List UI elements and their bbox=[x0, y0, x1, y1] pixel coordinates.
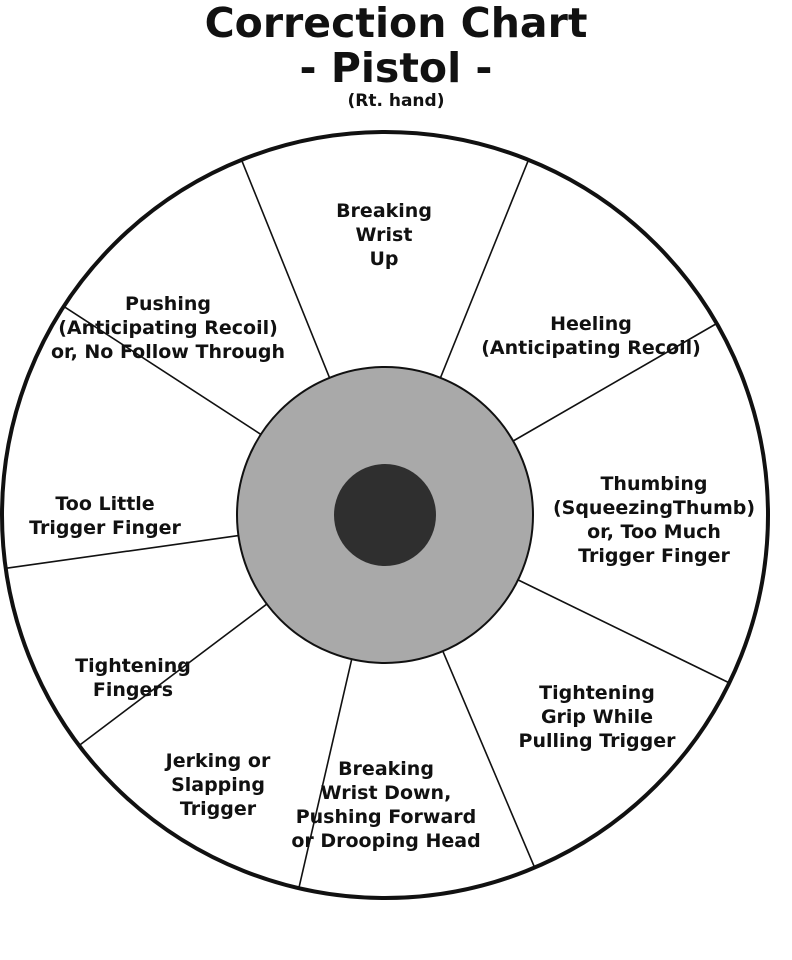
segment-divider bbox=[517, 579, 730, 684]
segment-label-line: (SqueezingThumb) bbox=[553, 497, 755, 519]
segment-label-line: Tightening bbox=[75, 655, 191, 677]
chart-title: Correction Chart bbox=[204, 0, 588, 47]
segment-label-line: (Anticipating Recoil) bbox=[481, 337, 701, 359]
segment-label-line: Breaking bbox=[336, 200, 432, 222]
segment-label-line: Tightening bbox=[539, 682, 655, 704]
bullseye bbox=[334, 464, 436, 566]
segment-label-pushing: Pushing(Anticipating Recoil)or, No Follo… bbox=[51, 293, 285, 363]
segment-label-thumbing: Thumbing(SqueezingThumb)or, Too MuchTrig… bbox=[553, 473, 755, 567]
segment-label-line: Fingers bbox=[93, 679, 173, 701]
segment-label-line: Wrist Down, bbox=[321, 782, 452, 804]
segment-label-line: (Anticipating Recoil) bbox=[58, 317, 278, 339]
segment-label-line: Pushing bbox=[125, 293, 211, 315]
segment-label-line: Wrist bbox=[356, 224, 413, 246]
segment-divider bbox=[5, 534, 239, 570]
segment-divider bbox=[298, 659, 353, 889]
segment-label-line: or Drooping Head bbox=[291, 830, 480, 852]
segment-divider bbox=[240, 159, 331, 379]
segment-label-line: Grip While bbox=[541, 706, 653, 728]
segment-label-line: or, Too Much bbox=[587, 521, 721, 543]
segment-label-line: Jerking or bbox=[164, 750, 271, 772]
segment-label-line: Thumbing bbox=[600, 473, 707, 495]
segment-divider bbox=[78, 603, 268, 747]
segment-label-line: Up bbox=[369, 248, 398, 270]
segment-label-line: Trigger Finger bbox=[29, 517, 181, 539]
segment-label-line: Too Little bbox=[55, 493, 154, 515]
segment-label-line: Trigger Finger bbox=[578, 545, 730, 567]
segment-label-line: Heeling bbox=[550, 313, 632, 335]
segment-divider bbox=[439, 159, 530, 379]
segment-label-heeling: Heeling(Anticipating Recoil) bbox=[481, 313, 701, 359]
segment-label-line: Trigger bbox=[180, 798, 257, 820]
segment-label-line: Pulling Trigger bbox=[519, 730, 677, 752]
chart-subtitle: - Pistol - bbox=[299, 44, 493, 92]
segment-label-line: or, No Follow Through bbox=[51, 341, 285, 363]
segment-divider bbox=[512, 322, 718, 442]
segment-label-line: Pushing Forward bbox=[296, 806, 477, 828]
segment-divider bbox=[63, 305, 262, 436]
segment-label-line: Breaking bbox=[338, 758, 434, 780]
segment-label-line: Slapping bbox=[171, 774, 265, 796]
segment-divider bbox=[442, 650, 536, 868]
segment-dividers bbox=[5, 159, 730, 889]
chart-note: (Rt. hand) bbox=[347, 91, 445, 111]
